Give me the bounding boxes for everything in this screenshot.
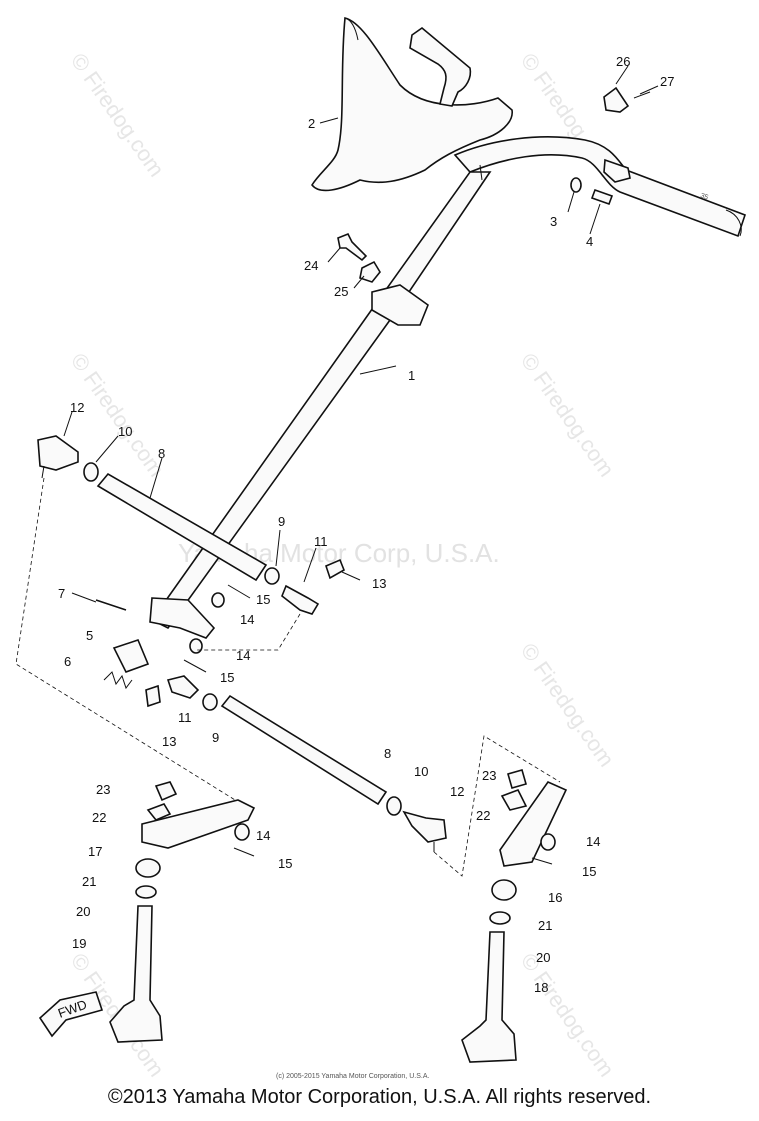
callout-12-lower: 12 <box>450 784 464 799</box>
handlebar-cover <box>311 17 513 192</box>
callout-20-left: 20 <box>76 904 90 919</box>
callout-7: 7 <box>58 586 65 601</box>
washer-25 <box>359 260 381 283</box>
handlebar-clamp <box>603 158 631 183</box>
callout-3: 3 <box>550 214 557 229</box>
callout-17: 17 <box>88 844 102 859</box>
svg-text:35: 35 <box>699 192 709 201</box>
nut-14 <box>211 592 225 608</box>
nut-14 <box>189 638 203 654</box>
nut-10-upper <box>83 462 99 482</box>
rod-end-11-lower <box>166 675 200 699</box>
nut-9-lower <box>202 693 218 711</box>
callout-22-right: 22 <box>476 808 490 823</box>
bolt-13-lower <box>145 684 161 708</box>
steering-arm-17 <box>141 799 256 849</box>
steering-arm-16 <box>499 781 568 867</box>
watermark-site: © Firedog.com <box>66 49 169 182</box>
frame-bracket <box>409 26 472 107</box>
tie-rod-end-lower <box>402 810 447 843</box>
leader-lines <box>63 65 659 603</box>
callout-10-lower: 10 <box>414 764 428 779</box>
spring-21-left <box>135 858 161 878</box>
callout-15-c: 15 <box>278 856 292 871</box>
bolt-13-upper <box>325 558 346 580</box>
small-copyright: (c) 2005-2015 Yamaha Motor Corporation, … <box>276 1073 429 1080</box>
fwd-arrow-icon <box>38 991 104 1038</box>
callout-12-upper: 12 <box>70 400 84 415</box>
callout-9-upper: 9 <box>278 514 285 529</box>
callout-5: 5 <box>86 628 93 643</box>
callout-4: 4 <box>586 234 593 249</box>
rod-end-11-upper <box>281 584 320 615</box>
nut-14 <box>540 833 556 851</box>
callout-14-d: 14 <box>586 834 600 849</box>
bushing-5 <box>112 639 150 673</box>
tie-rod-end-upper <box>37 435 79 471</box>
callout-26: 26 <box>616 54 630 69</box>
nut-14 <box>234 823 250 841</box>
grip-end <box>603 86 630 113</box>
nut-10-lower <box>386 796 402 816</box>
spring-21-right <box>491 879 517 901</box>
callout-16: 16 <box>548 890 562 905</box>
callout-21-left: 21 <box>82 874 96 889</box>
callout-18: 18 <box>534 980 548 995</box>
bolt-24 <box>337 232 368 262</box>
callout-22-left: 22 <box>92 810 106 825</box>
watermark-site: © Firedog.com <box>516 349 619 482</box>
plate-22-left <box>146 803 172 821</box>
callout-14-c: 14 <box>256 828 270 843</box>
spindle-19 <box>109 905 163 1043</box>
callout-8-upper: 8 <box>158 446 165 461</box>
nut-23-left <box>154 781 178 802</box>
callout-10-upper: 10 <box>118 424 132 439</box>
tie-rod-lower <box>220 694 388 806</box>
callout-23-left: 23 <box>96 782 110 797</box>
callout-20-right: 20 <box>536 950 550 965</box>
washer-20-left <box>135 885 157 899</box>
callout-19: 19 <box>72 936 86 951</box>
callout-14-b: 14 <box>236 648 250 663</box>
callout-23-right: 23 <box>482 768 496 783</box>
callout-15-d: 15 <box>582 864 596 879</box>
tie-rod-upper <box>96 472 268 582</box>
callout-21-right: 21 <box>538 918 552 933</box>
callout-25: 25 <box>334 284 348 299</box>
callout-2: 2 <box>308 116 315 131</box>
washer-20-right <box>489 911 511 925</box>
callout-11-lower: 11 <box>178 710 192 725</box>
spindle-18 <box>461 931 517 1063</box>
callout-15-a: 15 <box>256 592 270 607</box>
pin-7 <box>95 599 127 611</box>
nut-9-upper <box>264 567 280 585</box>
callout-15-b: 15 <box>220 670 234 685</box>
handlebar <box>453 136 747 238</box>
callout-6: 6 <box>64 654 71 669</box>
callout-9-lower: 9 <box>212 730 219 745</box>
plate-22-right <box>500 788 528 811</box>
copyright-notice: ©2013 Yamaha Motor Corporation, U.S.A. A… <box>107 1086 652 1108</box>
callout-11-upper: 11 <box>314 534 328 549</box>
callout-labels: 2 26 27 3 4 24 25 1 12 10 8 9 11 13 15 1… <box>58 54 674 995</box>
callout-13-upper: 13 <box>372 576 386 591</box>
callout-13-lower: 13 <box>162 734 176 749</box>
watermark-site: © Firedog.com <box>516 639 619 772</box>
nut-23-right <box>507 769 527 789</box>
callout-24: 24 <box>304 258 318 273</box>
callout-27: 27 <box>660 74 674 89</box>
callout-1: 1 <box>408 368 415 383</box>
nut-3 <box>570 177 582 193</box>
bolt-4 <box>590 188 614 206</box>
callout-8-lower: 8 <box>384 746 391 761</box>
spring-6 <box>103 671 133 690</box>
callout-14-a: 14 <box>240 612 254 627</box>
watermark-site: © Firedog.com <box>516 949 619 1082</box>
column-clamp <box>371 284 429 326</box>
column-lower-bracket <box>149 597 216 639</box>
